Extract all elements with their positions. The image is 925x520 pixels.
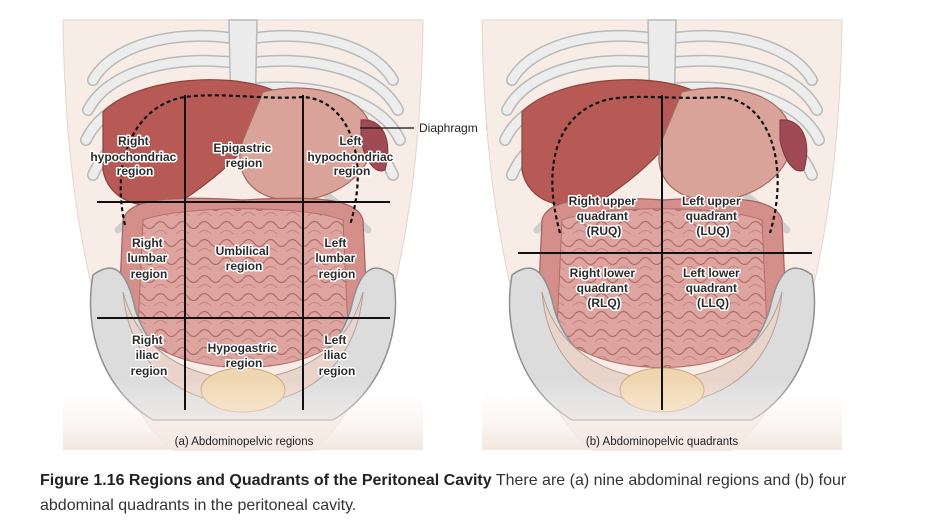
quadrant-llq: Left lower quadrant (LLQ) [683,266,743,310]
figure-caption: Figure 1.16 Regions and Quadrants of the… [40,468,900,518]
diaphragm-outline-a [119,94,359,226]
figure-caption-title: Figure 1.16 Regions and Quadrants of the… [40,472,492,489]
abdominal-regions-figure: Right hypochondriac region Epigastric re… [0,0,925,460]
region-umbilical: Umbilical region [216,244,273,273]
region-left-lumbar: Left lumbar region [315,236,358,281]
region-left-hypochondriac: Left hypochondriac region [307,134,396,178]
diaphragm-label: Diaphragm [419,121,478,135]
panel-a: Right hypochondriac region Epigastric re… [63,20,423,450]
quadrant-luq: Left upper quadrant (LUQ) [682,194,744,238]
region-right-hypochondriac: Right hypochondriac region [90,134,179,178]
figure-caption-text: There are (a) nine abdominal regions and… [40,472,847,514]
panel-a-caption: (a) Abdominopelvic regions [175,436,314,448]
panel-b-caption: (b) Abdominopelvic quadrants [586,436,738,448]
region-left-iliac: Left iliac region [319,333,356,378]
region-right-iliac: Right iliac region [131,333,168,378]
region-right-lumbar: Right lumbar region [127,236,170,281]
quadrant-rlq: Right lower quadrant (RLQ) [570,266,639,310]
panel-b: Right upper quadrant (RUQ) Left upper qu… [482,20,842,450]
torso-illustration-a [63,20,423,450]
quadrant-ruq: Right upper quadrant (RUQ) [569,194,640,238]
region-hypogastric: Hypogastric region [208,341,281,370]
region-epigastric: Epigastric region [213,141,274,170]
